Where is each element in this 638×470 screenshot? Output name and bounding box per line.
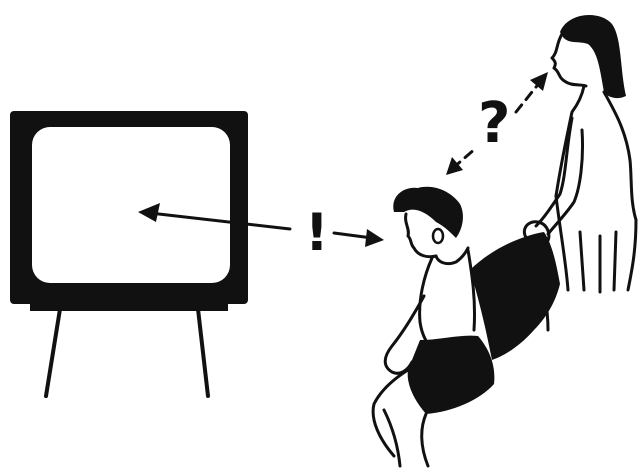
chair-back [470, 232, 560, 360]
child-face [406, 214, 436, 257]
question-mark: ? [478, 91, 510, 156]
child-ear [433, 229, 443, 243]
child-shorts [408, 336, 495, 414]
tv-leg-left [46, 309, 60, 396]
child-collar [436, 248, 468, 264]
television [10, 111, 248, 396]
woman-hair [560, 15, 626, 98]
child-figure [373, 187, 494, 466]
exclamation-mark: ! [305, 203, 329, 263]
exclamation-arrow [334, 229, 384, 247]
tv-screen [32, 127, 230, 283]
tv-leg-right [198, 309, 208, 396]
armchair [470, 222, 560, 360]
child-hair [393, 187, 463, 238]
